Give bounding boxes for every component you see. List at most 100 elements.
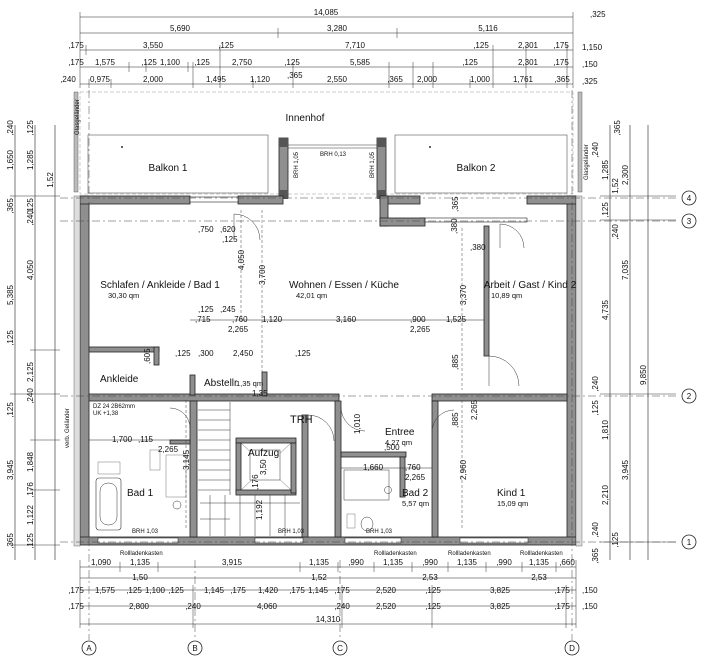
dim-text: ,885 <box>451 354 460 370</box>
dim-text: ,125 <box>26 198 35 214</box>
dim-text: ,605 <box>143 348 152 364</box>
dim-text: 1,848 <box>26 451 35 472</box>
room-area-abstell: 1,35 qm <box>236 379 263 388</box>
room-labels: Schlafen / Ankleide / Bad 1 30,30 qm Woh… <box>65 99 590 557</box>
dim-text: 2,265 <box>405 473 426 482</box>
dim-text: 1,35 <box>252 389 268 398</box>
dim-text: ,125 <box>194 58 210 67</box>
axis-label: D <box>569 644 575 653</box>
dim-text: ,240 <box>26 210 35 226</box>
dim-text: ,125 <box>126 586 142 595</box>
dim-text: 1,420 <box>258 586 279 595</box>
dim-text: ,176 <box>26 482 35 498</box>
dim-text: ,380 <box>450 218 459 234</box>
dim-text: ,300 <box>198 349 214 358</box>
ankleide-note: UK +1,38 <box>93 411 119 417</box>
dim-text: 1,150 <box>582 43 603 52</box>
dim-text: ,365 <box>6 198 15 214</box>
dim-text: ,125 <box>198 305 214 314</box>
dim-text: 3,825 <box>490 602 511 611</box>
dim-text: 3,280 <box>327 24 348 33</box>
dim-text: 1,145 <box>308 586 329 595</box>
axis-label: C <box>337 644 343 653</box>
stairs <box>198 402 300 536</box>
dim-text: 4,050 <box>26 259 35 280</box>
dim-text: 1,100 <box>160 58 181 67</box>
dim-text: 1,100 <box>145 586 166 595</box>
room-label-entree: Entree <box>385 427 415 438</box>
dim-text: 1,010 <box>353 413 362 434</box>
dim-text: 5,690 <box>170 24 191 33</box>
axis-label: 2 <box>687 392 692 401</box>
dim-text: 2,550 <box>327 75 348 84</box>
dim-text: ,990 <box>496 558 512 567</box>
dim-text: 2,301 <box>518 58 539 67</box>
dim-text: ,365 <box>387 75 403 84</box>
brh-note: BRH 0,13 <box>320 152 347 158</box>
room-label-balkon-2: Balkon 2 <box>457 163 496 174</box>
vertical-note: Glasgeländer <box>584 144 590 180</box>
brh-note: BRH 1,03 <box>366 529 393 535</box>
dim-text: 2,450 <box>233 349 254 358</box>
dim-text: 5,585 <box>350 58 371 67</box>
dim-text: 2,300 <box>621 164 630 185</box>
ankleide-note: DZ 24 2B62mm <box>93 404 135 410</box>
room-area-entree: 4,27 qm <box>385 438 412 447</box>
dim-text: ,500 <box>384 443 400 452</box>
dim-text: 1,135 <box>529 558 550 567</box>
dim-text: 1,285 <box>601 159 610 180</box>
dim-text: ,175 <box>554 602 570 611</box>
dim-text: 2,265 <box>410 325 431 334</box>
interior-walls <box>88 225 568 538</box>
rollladen-note: Rollladenkasten <box>520 551 563 557</box>
exterior-walls <box>73 91 583 547</box>
axis-label: B <box>192 644 197 653</box>
dim-text: 3,945 <box>621 459 630 480</box>
dim-text: ,990 <box>422 558 438 567</box>
left-dimension-chains: 1,650 5,385 3,945 1,285 4,050 2,125 1,84… <box>6 120 60 560</box>
axis-marker-a: A <box>81 640 97 656</box>
rollladen-note: Rollladenkasten <box>120 551 163 557</box>
dim-text: ,125 <box>168 586 184 595</box>
dim-text: 2,520 <box>376 602 397 611</box>
dim-text: ,715 <box>195 315 211 324</box>
dim-text: ,365 <box>287 71 303 80</box>
dim-text: 1,575 <box>95 586 116 595</box>
axis-label: 4 <box>687 194 692 203</box>
dim-text: 2,000 <box>417 75 438 84</box>
dim-text: 2,265 <box>228 325 249 334</box>
dim-text: 3,370 <box>459 284 468 305</box>
room-area-schlafen: 30,30 qm <box>108 291 139 300</box>
dim-text: 1,761 <box>513 75 534 84</box>
dim-text: 3,160 <box>336 315 357 324</box>
brh-note: BRH 1,05 <box>294 151 300 178</box>
dim-text: 5,116 <box>478 24 498 33</box>
dim-text: ,175 <box>554 586 570 595</box>
dim-text: 1,52 <box>46 172 55 188</box>
dim-text: 1,660 <box>363 463 384 472</box>
dim-text: ,175 <box>68 586 84 595</box>
dim-text: ,125 <box>462 58 478 67</box>
dim-text: ,125 <box>141 58 157 67</box>
dim-text: ,750 <box>198 225 214 234</box>
dim-text: ,245 <box>220 305 236 314</box>
dim-text: 1,135 <box>130 558 151 567</box>
dim-text: ,150 <box>582 602 598 611</box>
dim-text: ,125 <box>425 602 441 611</box>
dim-text: ,240 <box>611 224 620 240</box>
dim-text: 2,53 <box>531 573 547 582</box>
dim-text: 1,122 <box>26 504 35 525</box>
dim-text: ,150 <box>582 586 598 595</box>
dim-text: ,240 <box>591 522 600 538</box>
dim-text: ,365 <box>451 196 460 212</box>
room-label-aufzug: Aufzug <box>248 448 279 459</box>
brh-note: BRH 1,05 <box>370 151 376 178</box>
bottom-dimension-chains: 1,090 1,135 3,915 1,135 ,990 1,135 ,990 … <box>68 558 598 628</box>
dim-text: 1,120 <box>250 75 271 84</box>
dim-text: 3,550 <box>143 41 164 50</box>
axis-marker-4: 4 <box>681 190 697 206</box>
dim-text: ,900 <box>410 315 426 324</box>
dim-text: 1,135 <box>457 558 478 567</box>
